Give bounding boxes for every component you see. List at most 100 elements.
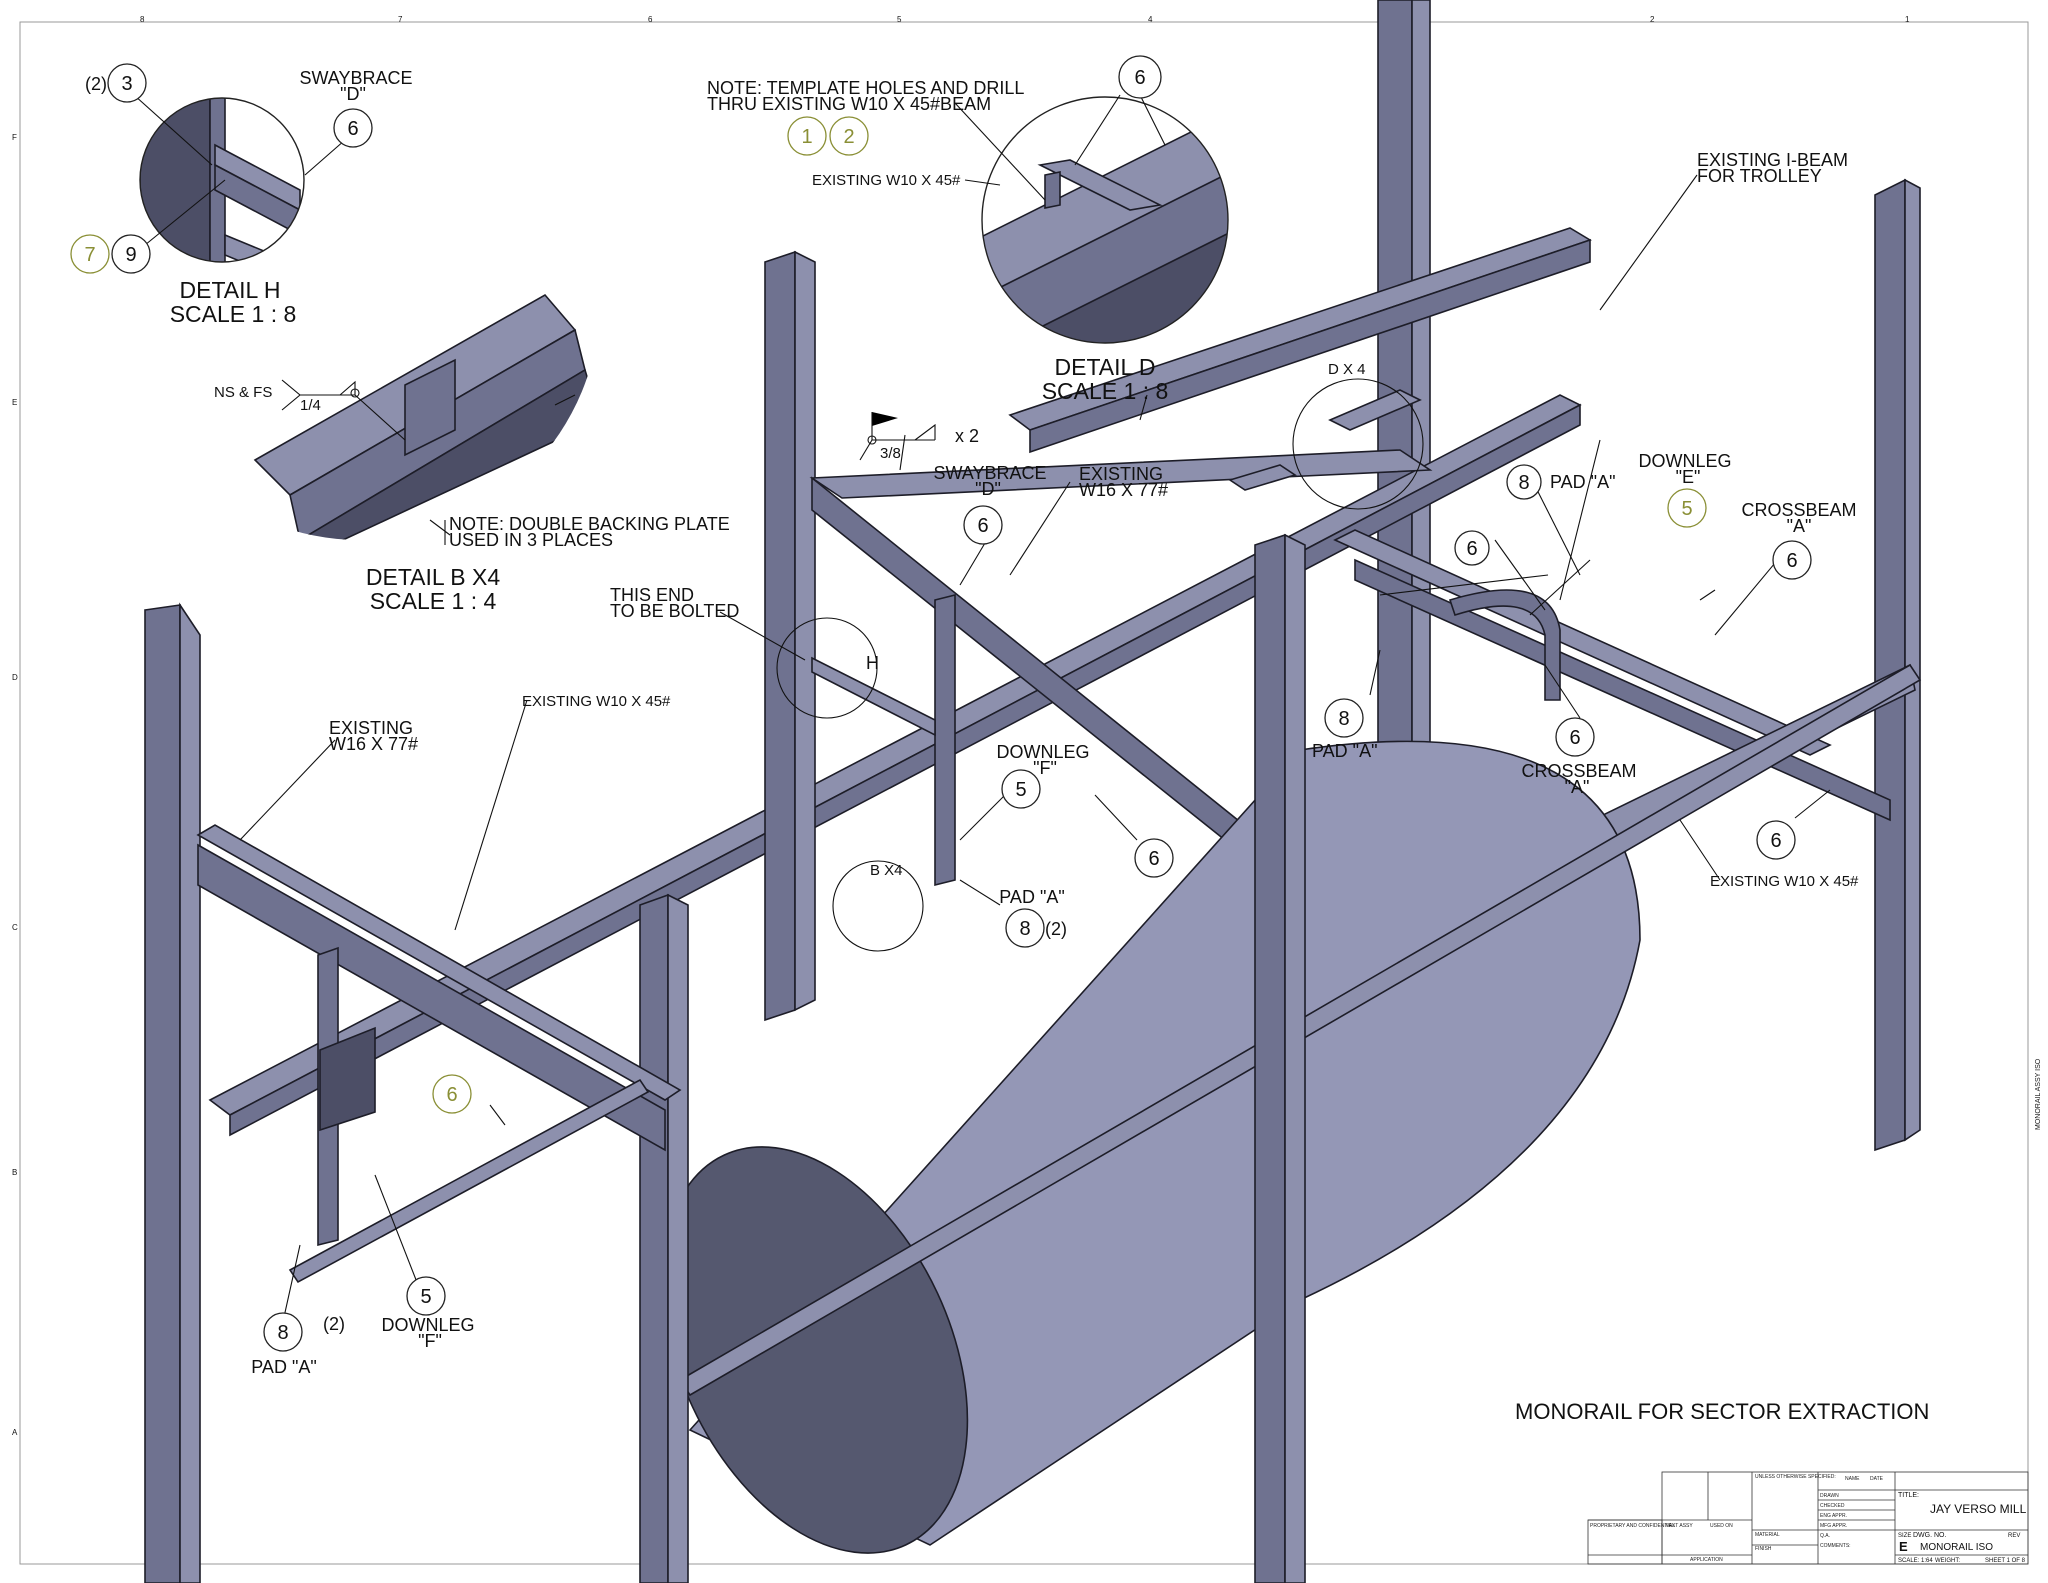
existing-w10-label-mid: EXISTING W10 X 45# — [522, 693, 671, 710]
trolley-beam-web — [1029, 238, 1591, 454]
title-block: UNLESS OTHERWISE SPECIFIED: NAME DATE DR… — [1587, 1471, 2029, 1565]
existing-label-left: EXISTING — [329, 718, 413, 738]
note-bolted-2: TO BE BOLTED — [610, 601, 739, 621]
column-front-center-flange — [1284, 533, 1306, 1583]
leader-lines — [133, 94, 1831, 1336]
existing-ibeam-label-1: EXISTING I-BEAM — [1697, 150, 1848, 170]
tb-dwg-no: MONORAIL ISO — [1920, 1542, 1993, 1553]
sheet-border — [19, 21, 2029, 1565]
tee-stub-1 — [1328, 389, 1422, 431]
tb-eng-appr: ENG APPR. — [1820, 1513, 1847, 1519]
balloon-6-right — [1756, 820, 1796, 860]
downleg-f-middle — [934, 593, 956, 887]
balloon-6-crossbeam-top-text: 6 — [1786, 550, 1797, 572]
tb-used-on: USED ON — [1710, 1523, 1733, 1529]
cylinder-end — [661, 1146, 969, 1554]
tb-comments: COMMENTS: — [1820, 1543, 1851, 1549]
balloon-5-downleg-f-left — [406, 1276, 446, 1316]
detail-d-callout-circle — [1292, 378, 1424, 510]
balloon-6-swaybrace — [963, 505, 1003, 545]
balloon-6-downleg-e-text: 6 — [1466, 538, 1477, 560]
balloon-6-left-rail-text: 6 — [446, 1084, 457, 1106]
balloon-6-downleg-e — [1454, 530, 1490, 566]
zone-row-d: D — [12, 673, 18, 682]
downleg-e-sub: "E" — [1676, 467, 1701, 487]
tb-size: E — [1899, 1539, 1908, 1554]
balloon-5-downleg-f-mid — [1001, 769, 1041, 809]
tb-unless: UNLESS OTHERWISE SPECIFIED: — [1755, 1474, 1836, 1480]
side-tag: MONORAIL ASSY ISO — [2035, 1058, 2042, 1130]
zone-row-b: B — [12, 1168, 17, 1177]
qty-2-pad-b: (2) — [1045, 919, 1067, 939]
downleg-f-sub-mid: "F" — [1033, 758, 1057, 778]
w16-upper-top — [809, 449, 1433, 499]
detail-d-x4-tag: D X 4 — [1328, 361, 1366, 378]
column-far-left-flange — [179, 602, 201, 1583]
weld-multiplier: x 2 — [955, 426, 979, 446]
tb-name-label: NAME — [1845, 1476, 1860, 1482]
downleg-e-label: DOWNLEG — [1638, 451, 1731, 471]
crossbeam-sub-top: "A" — [1787, 516, 1812, 536]
weld-ns-fs: NS & FS — [214, 384, 272, 401]
w16-left-web — [197, 843, 666, 1152]
column-front-center — [1254, 533, 1286, 1583]
tb-title-label: TITLE: — [1898, 1492, 1919, 1499]
detail-b: DETAIL B X4 SCALE 1 : 4 — [253, 293, 600, 614]
w10-left-lower — [288, 1078, 650, 1284]
weld-size-3-8: 3/8 — [880, 445, 901, 462]
detail-h-scale: SCALE 1 : 8 — [170, 301, 297, 327]
balloon-8-pad-top — [1506, 464, 1542, 500]
pad-a-label-top: PAD "A" — [1550, 472, 1615, 492]
balloon-6-crossbeam-top — [1772, 540, 1812, 580]
balloon-6-mid-rail — [1134, 838, 1174, 878]
tb-company: JAY VERSO MILL — [1930, 1502, 2027, 1516]
downleg-f-label-left: DOWNLEG — [381, 1315, 474, 1335]
balloon-8-pad-b-text: 8 — [1019, 918, 1030, 940]
column-middle-flange — [794, 250, 816, 1012]
balloon-8-pad-b — [1005, 908, 1045, 948]
balloon-1 — [787, 116, 827, 156]
qty-2-detail-h: (2) — [85, 74, 107, 94]
labels: (2) SWAYBRACE "D" NOTE: TEMPLATE HOLES A… — [85, 68, 1929, 1424]
detail-h-title: DETAIL H — [180, 277, 281, 303]
balloon-5-downleg-f-mid-text: 5 — [1015, 779, 1026, 801]
existing-column-back-flange — [1411, 0, 1431, 762]
balloon-3-detail-h-text: 3 — [121, 73, 132, 95]
swaybrace-d — [811, 656, 936, 737]
detail-b-scale: SCALE 1 : 4 — [370, 588, 497, 614]
tb-material: MATERIAL — [1755, 1532, 1780, 1538]
crossbeam-label-bottom: CROSSBEAM — [1521, 761, 1636, 781]
w16-left-top — [196, 824, 682, 1101]
balloon-8-pad-left-text: 8 — [277, 1322, 288, 1344]
drawing-title: MONORAIL FOR SECTOR EXTRACTION — [1515, 1399, 1929, 1424]
tb-mfg-appr: MFG APPR. — [1820, 1523, 1847, 1529]
balloon-7-text: 7 — [84, 244, 95, 266]
column-front-left-flange — [667, 893, 689, 1583]
crossbeam-sub-bottom: "A" — [1565, 777, 1590, 797]
swaybrace-label-h: SWAYBRACE — [299, 68, 412, 88]
balloon-2-text: 2 — [843, 126, 854, 148]
balloon-5-downleg-e — [1667, 488, 1707, 528]
detail-b-x4-tag: B X4 — [870, 862, 903, 879]
balloon-2 — [829, 116, 869, 156]
balloon-3-detail-h — [107, 63, 147, 103]
note-template-2: THRU EXISTING W10 X 45#BEAM — [707, 94, 991, 114]
detail-b-callout-circle — [832, 860, 924, 952]
downleg-f-sub-left: "F" — [418, 1331, 442, 1351]
zone-col-8: 8 — [140, 15, 145, 24]
note-template-1: NOTE: TEMPLATE HOLES AND DRILL — [707, 78, 1024, 98]
zone-row-e: E — [12, 398, 17, 407]
main-assembly — [144, 0, 1922, 1583]
crossbeam-label-top: CROSSBEAM — [1741, 500, 1856, 520]
tb-finish: FINISH — [1755, 1546, 1772, 1552]
balloon-5-downleg-f-left-text: 5 — [420, 1286, 431, 1308]
balloon-9-text: 9 — [125, 244, 136, 266]
crossbeam-a-upper — [1333, 529, 1832, 756]
detail-d-scale: SCALE 1 : 8 — [1042, 378, 1169, 404]
existing-label-top: EXISTING — [1079, 464, 1163, 484]
balloon-6-detail-d-text: 6 — [1134, 67, 1145, 89]
tb-application: APPLICATION — [1690, 1557, 1723, 1563]
balloon-6-mid-rail-text: 6 — [1148, 848, 1159, 870]
tb-date-label: DATE — [1870, 1476, 1884, 1482]
